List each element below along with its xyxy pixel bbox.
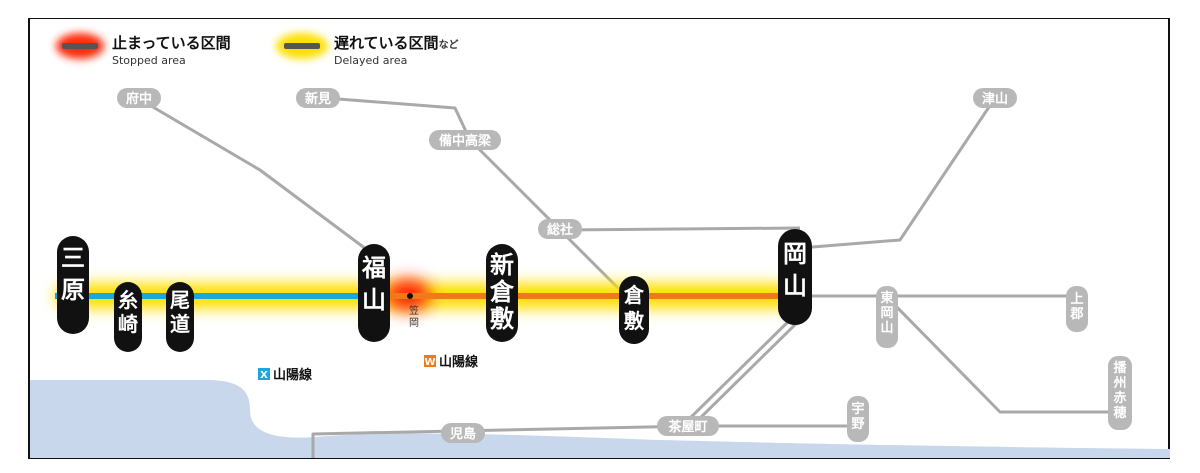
- station-chayamachi-label: 茶屋町: [668, 419, 707, 435]
- station-fuchu[interactable]: 府中: [117, 88, 161, 108]
- line-x-label: X 山陽線: [258, 367, 313, 383]
- station-kasaoka-label: 笠岡: [409, 304, 419, 329]
- station-shin-kurashiki[interactable]: 新倉敷: [486, 244, 518, 342]
- station-bitchu-takahashi-label: 備中高梁: [439, 133, 492, 149]
- route-uno-b: [690, 308, 812, 428]
- station-tsuyama[interactable]: 津山: [973, 88, 1017, 108]
- station-okayama[interactable]: 岡山: [778, 229, 812, 325]
- station-fukuyama-label: 福山: [361, 254, 386, 314]
- route-kibi: [559, 226, 801, 232]
- station-kasaoka[interactable]: 笠岡: [407, 293, 419, 329]
- station-fukuyama[interactable]: 福山: [358, 244, 390, 342]
- station-fuchu-label: 府中: [126, 91, 152, 107]
- station-chayamachi[interactable]: 茶屋町: [657, 416, 719, 436]
- line-w-letter: W: [424, 357, 435, 368]
- station-kurashiki-label: 倉敷: [623, 283, 645, 333]
- route-hakubi: [324, 96, 627, 297]
- line-w-label: W 山陽線: [424, 354, 479, 370]
- station-mihara-label: 三原: [61, 244, 85, 304]
- station-mihara[interactable]: 三原: [57, 236, 89, 334]
- station-kojima[interactable]: 児島: [441, 423, 485, 443]
- station-itozaki-label: 糸崎: [118, 288, 138, 336]
- station-kojima-label: 児島: [449, 426, 476, 442]
- legend-stopped-swatch: [62, 43, 98, 49]
- legend-stopped-sub: Stopped area: [112, 54, 186, 67]
- station-okayama-label: 岡山: [783, 240, 807, 300]
- legend-delayed-sub: Delayed area: [334, 54, 407, 67]
- route-tsuyama: [799, 97, 997, 250]
- station-niimi-label: 新見: [305, 91, 331, 107]
- legend-delayed-label: 遅れている区間: [334, 34, 439, 52]
- route-uno-a: [680, 308, 802, 428]
- station-harima-ako[interactable]: 播州赤穂: [1108, 356, 1132, 430]
- route-uno-c: [695, 410, 860, 428]
- station-kamigori[interactable]: 上郡: [1066, 286, 1088, 332]
- line-x-badge: [258, 368, 270, 380]
- station-uno-label: 宇野: [851, 401, 864, 432]
- station-kamigori-label: 上郡: [1069, 292, 1083, 322]
- legend: 止まっている区間 Stopped area 遅れている区間など Delayed …: [56, 33, 459, 67]
- legend-stopped-label: 止まっている区間: [112, 34, 231, 52]
- station-harima-ako-label: 播州赤穂: [1112, 360, 1127, 421]
- legend-delayed-text: 遅れている区間など: [334, 34, 459, 52]
- station-soja[interactable]: 総社: [538, 219, 582, 239]
- station-higashi-okayama[interactable]: 東岡山: [876, 286, 898, 348]
- line-w-name: 山陽線: [439, 354, 479, 370]
- legend-delayed-swatch: [284, 43, 320, 49]
- station-itozaki[interactable]: 糸崎: [114, 282, 142, 352]
- station-shin-kurashiki-label: 新倉敷: [489, 251, 515, 333]
- station-onomichi[interactable]: 尾道: [166, 282, 194, 352]
- station-tsuyama-label: 津山: [982, 91, 1008, 107]
- station-onomichi-label: 尾道: [170, 288, 190, 336]
- station-niimi[interactable]: 新見: [296, 88, 340, 108]
- route-kojima: [311, 424, 696, 458]
- route-fukuen: [137, 96, 371, 254]
- station-bitchu-takahashi[interactable]: 備中高梁: [429, 130, 501, 150]
- line-x-letter: X: [260, 370, 268, 381]
- station-kurashiki[interactable]: 倉敷: [619, 276, 649, 344]
- station-higashi-okayama-label: 東岡山: [880, 290, 893, 336]
- line-x-name: 山陽線: [273, 367, 313, 383]
- sea-area: [30, 380, 1170, 458]
- station-uno[interactable]: 宇野: [847, 396, 869, 442]
- station-soja-label: 総社: [547, 222, 573, 238]
- line-w-badge: [424, 355, 436, 367]
- legend-delayed-suffix: など: [439, 38, 459, 51]
